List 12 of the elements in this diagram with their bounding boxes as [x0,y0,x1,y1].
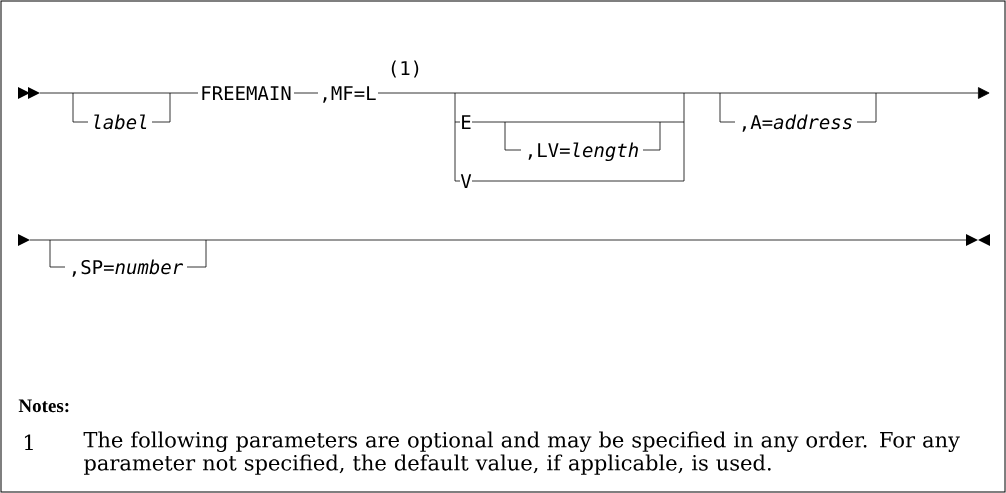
optional-parameter: ,A=address [742,114,852,132]
option-keyword: E [462,115,471,129]
optional-parameter: ,SP=number [72,259,184,277]
note-reference: (1) [391,60,419,78]
notes-heading: Notes: [18,399,69,413]
optional-parameter: ,LV=length [528,142,638,162]
variable-name: label [94,114,147,130]
note-number: 1 [24,434,33,450]
keyword-parameter: ,MF=L [323,86,376,103]
note-text: The following parameters are optional and may be specified in any order. For any parameter not specified, the default value, if applicable, is used. [83,431,960,475]
option-keyword: V [460,174,472,188]
macro-name: FREEMAIN [202,86,291,100]
